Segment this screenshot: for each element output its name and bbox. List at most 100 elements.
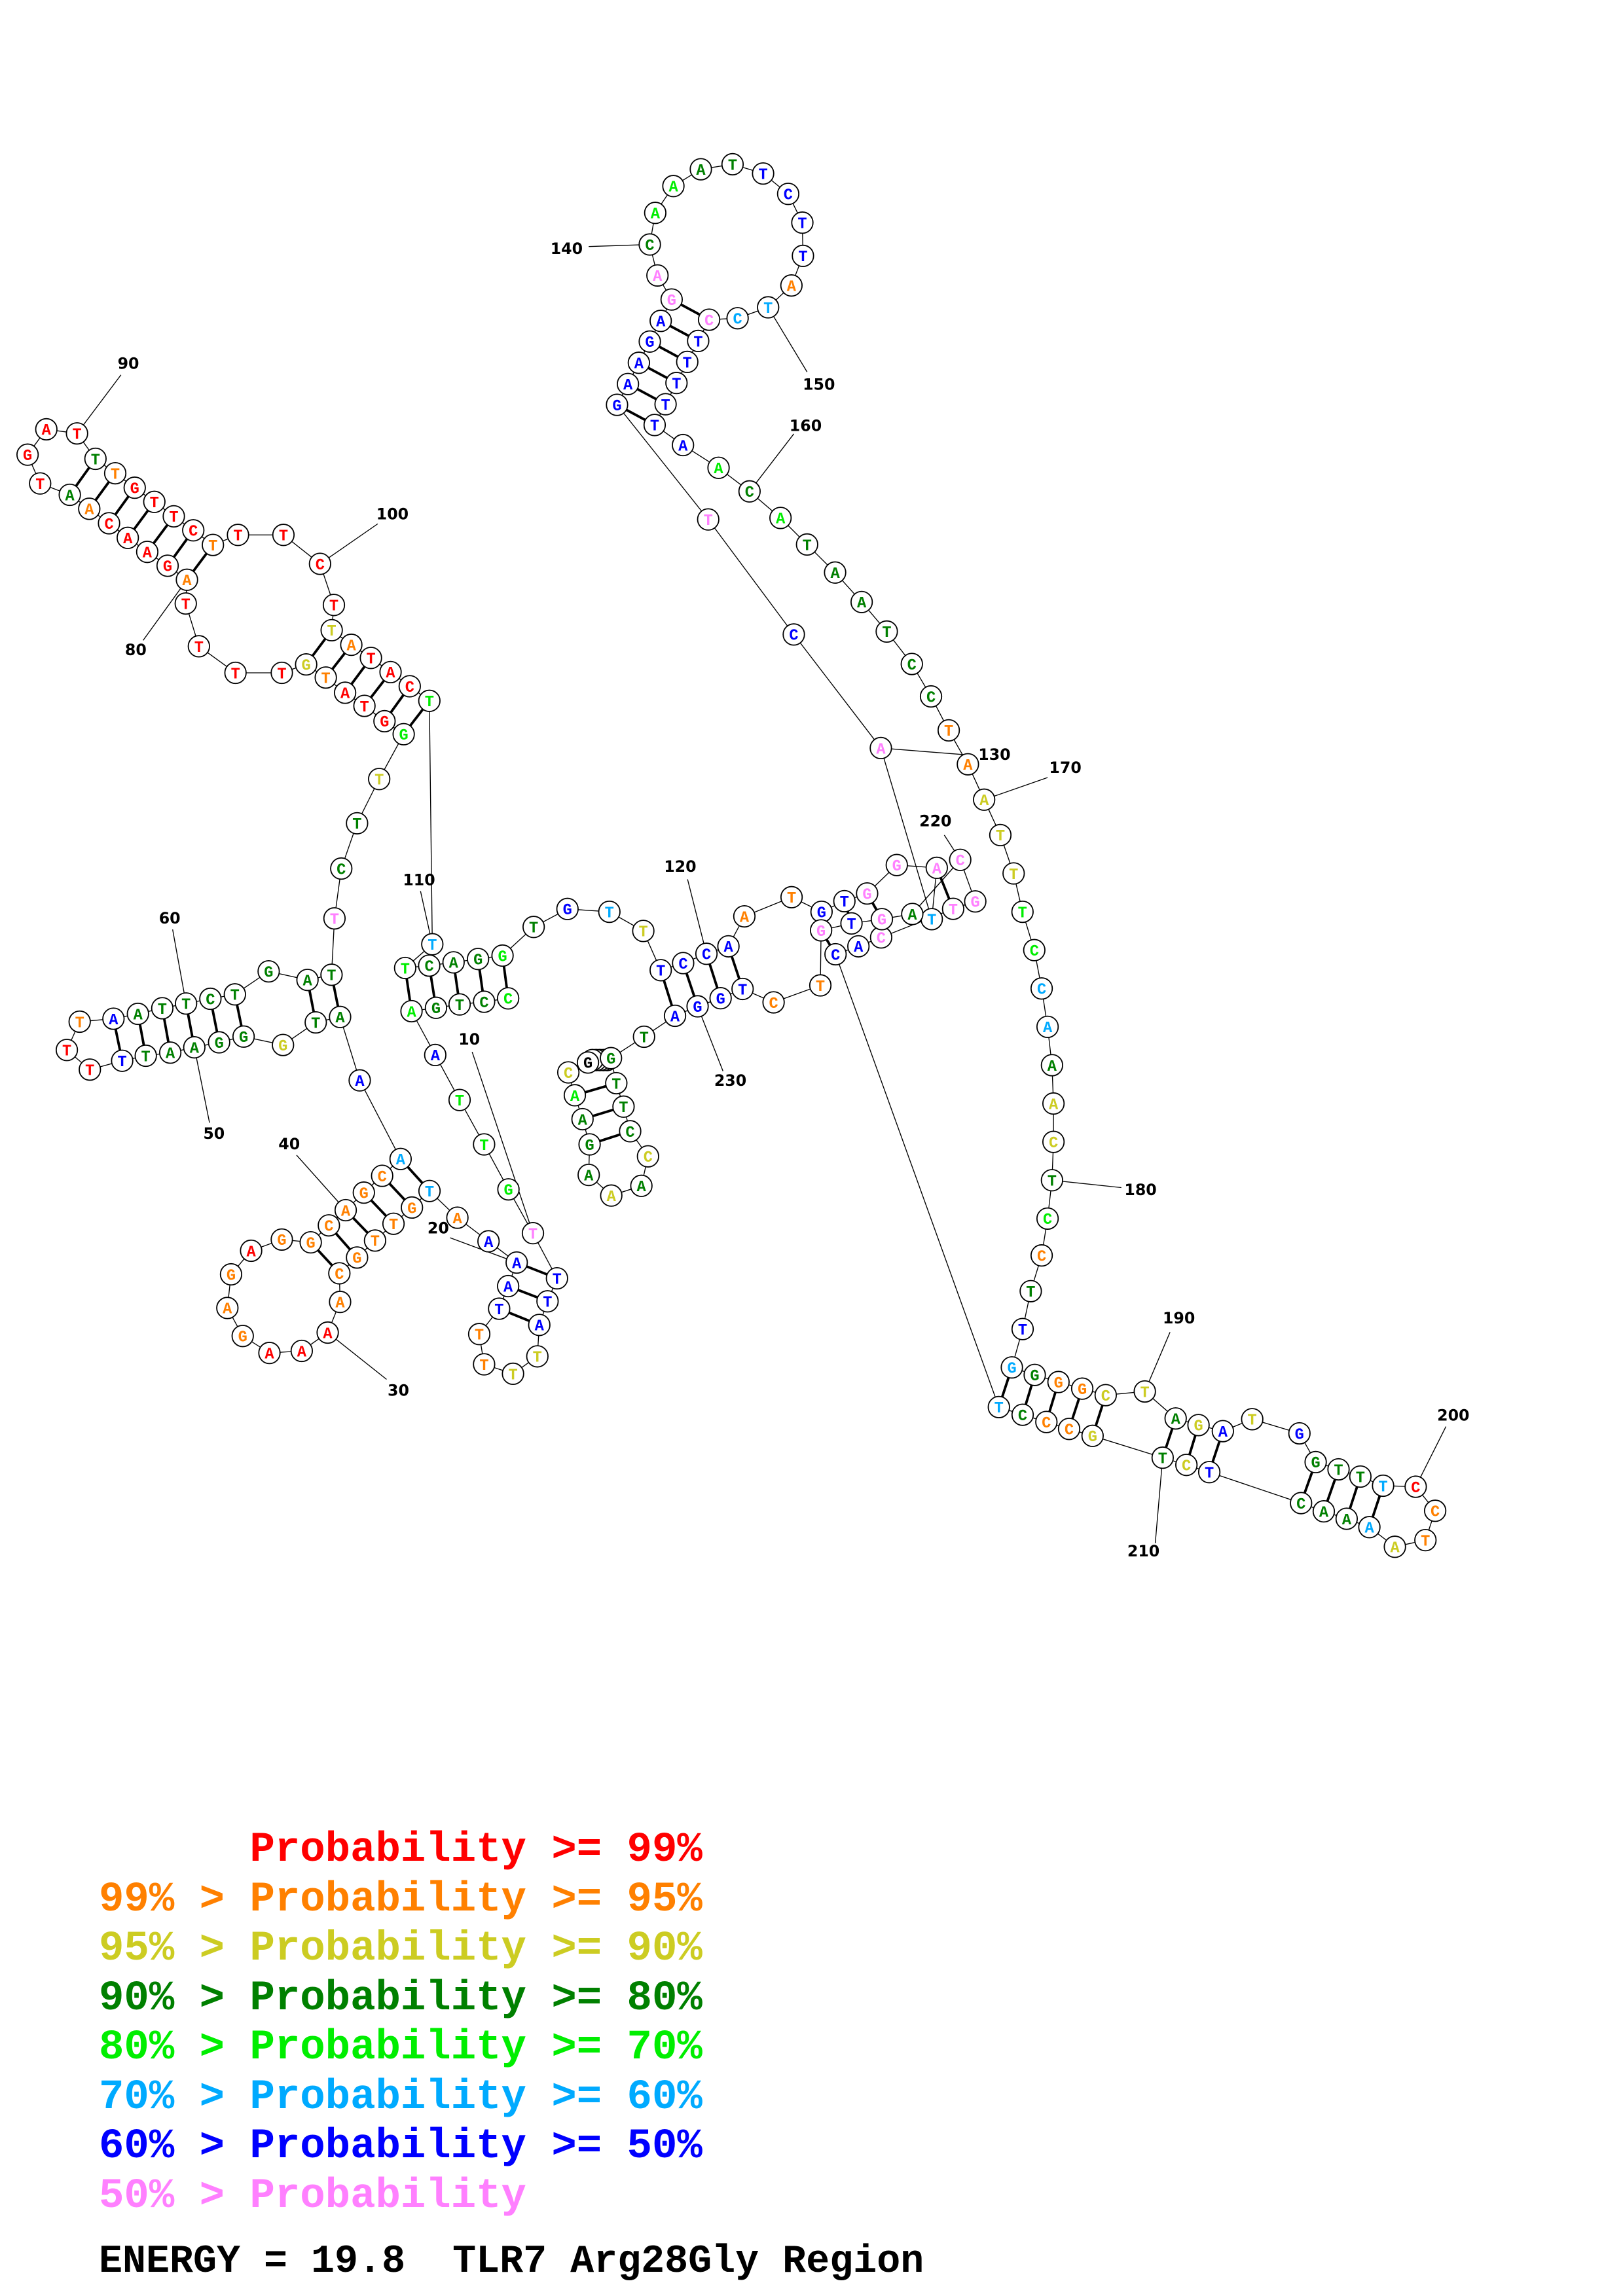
nucleotide-letter: T	[117, 1054, 126, 1071]
nucleotide-letter: C	[189, 524, 198, 541]
nucleotide-circle	[442, 951, 465, 974]
nucleotide-circle	[400, 999, 423, 1023]
nucleotide-circle	[199, 987, 222, 1011]
nucleotide-letter: G	[612, 398, 621, 416]
nucleotide-letter: T	[611, 1076, 621, 1094]
nucleotide-letter: G	[407, 1200, 416, 1218]
label-pointer-line	[687, 879, 707, 954]
nucleotide-circle	[467, 1323, 491, 1346]
nucleotide-letter: A	[979, 793, 989, 810]
nucleotide-letter: A	[623, 377, 633, 395]
nucleotide-letter: C	[831, 947, 840, 965]
nucleotide-circle	[672, 433, 695, 457]
nucleotide-letter: A	[776, 511, 786, 529]
nucleotide-letter: C	[625, 1124, 634, 1142]
nucleotide-letter: A	[396, 1152, 406, 1170]
nucleotide-circle	[1383, 1535, 1406, 1558]
nucleotide-letter: G	[380, 714, 389, 732]
position-label: 90	[118, 355, 139, 373]
nucleotide-circle	[473, 990, 496, 1013]
nucleotide-circle	[563, 1084, 587, 1107]
nucleotide-letter: A	[656, 314, 666, 332]
nucleotide-circle	[363, 1229, 387, 1252]
nucleotide-circle	[536, 1290, 559, 1313]
nucleotide-letter: C	[104, 516, 113, 534]
nucleotide-circle	[1011, 900, 1034, 924]
position-label: 130	[978, 745, 1010, 764]
nucleotide-circle	[208, 1031, 230, 1054]
legend-row-60: 70% > Probability >= 60%	[99, 2073, 702, 2121]
nucleotide-circle	[158, 1041, 182, 1064]
nucleotide-circle	[1081, 1424, 1104, 1447]
nucleotide-letter: T	[73, 427, 82, 444]
position-labels: 1020304050608090100110120130140150160170…	[77, 240, 1470, 1560]
nucleotide-letter: C	[907, 657, 917, 675]
nucleotide-letter: G	[563, 902, 572, 920]
nucleotide-letter: T	[656, 963, 665, 981]
nucleotide-letter: C	[784, 187, 793, 205]
nucleotide-circle	[136, 541, 159, 564]
nucleotide-letter: T	[529, 920, 538, 938]
nucleotide-letter: A	[335, 1010, 345, 1028]
nucleotide-circle	[16, 443, 39, 466]
nucleotide-circle	[612, 1095, 635, 1118]
nucleotide-letter: G	[971, 895, 980, 912]
nucleotide-letter: C	[702, 947, 711, 965]
nucleotide-circle	[473, 1353, 496, 1376]
position-label: 100	[376, 505, 409, 524]
nucleotide-letter: T	[638, 924, 647, 942]
nucleotide-letter: T	[425, 694, 434, 711]
nucleotide-circle	[810, 919, 833, 942]
nucleotide-letter: G	[504, 1183, 513, 1200]
nucleotide-circle	[707, 456, 730, 479]
nucleotide-letter: C	[769, 996, 778, 1013]
nucleotide-circle	[58, 483, 81, 507]
nucleotide-circle	[103, 461, 127, 485]
nucleotide-circle	[424, 996, 448, 1019]
position-label: 80	[125, 641, 147, 659]
nucleotide-letter: T	[738, 982, 747, 999]
nucleotide-circle	[202, 533, 225, 556]
nucleotide-letter: C	[956, 853, 965, 870]
nucleotide-letter: C	[206, 992, 215, 1009]
nucleotide-circle	[697, 308, 721, 331]
nucleotide-letter: A	[830, 565, 840, 583]
position-label: 180	[1124, 1181, 1156, 1199]
nucleotide-circle	[348, 1069, 371, 1092]
nucleotide-letter: T	[455, 1093, 464, 1111]
nucleotide-letter: G	[583, 1056, 593, 1073]
nucleotide-circle	[709, 987, 732, 1010]
nucleotide-circle	[314, 666, 337, 689]
backbone-segment	[1209, 1471, 1302, 1504]
nucleotide-circle	[526, 1345, 549, 1368]
nucleotide-letter: C	[789, 628, 798, 645]
nucleotide-letter: T	[840, 894, 849, 912]
nucleotide-circle	[1011, 1318, 1034, 1340]
nucleotide-letter: G	[352, 1251, 361, 1268]
nucleotide-circle	[227, 524, 249, 547]
backbone-segment	[616, 404, 709, 520]
nucleotide-letter: T	[374, 772, 384, 790]
nucleotide-circle	[987, 1395, 1010, 1418]
nucleotide-letter: A	[1171, 1412, 1181, 1429]
nucleotide-circle	[477, 1230, 500, 1253]
nucleotide-circle	[556, 1061, 580, 1084]
nucleotide-letter: T	[327, 968, 336, 986]
nucleotide-circle	[216, 1297, 239, 1319]
legend-row-95: 99% > Probability >= 95%	[99, 1876, 702, 1924]
nucleotide-letter: C	[1296, 1496, 1305, 1514]
nucleotide-letter: A	[42, 422, 52, 440]
nucleotide-circle	[556, 897, 579, 920]
nucleotide-letter: T	[553, 1271, 562, 1289]
nucleotide-letter: C	[424, 959, 433, 977]
nucleotide-circle	[320, 619, 343, 641]
nucleotide-letter: A	[449, 956, 459, 973]
nucleotide-circle	[1040, 1054, 1063, 1077]
nucleotide-letter: A	[696, 162, 706, 180]
nucleotide-letter: G	[667, 293, 676, 310]
nucleotide-letter: T	[360, 699, 369, 717]
nucleotide-circle	[323, 907, 346, 930]
nucleotide-letter: C	[324, 1219, 333, 1236]
nucleotide-circle	[1035, 1410, 1058, 1433]
nucleotide-circle	[632, 920, 655, 942]
